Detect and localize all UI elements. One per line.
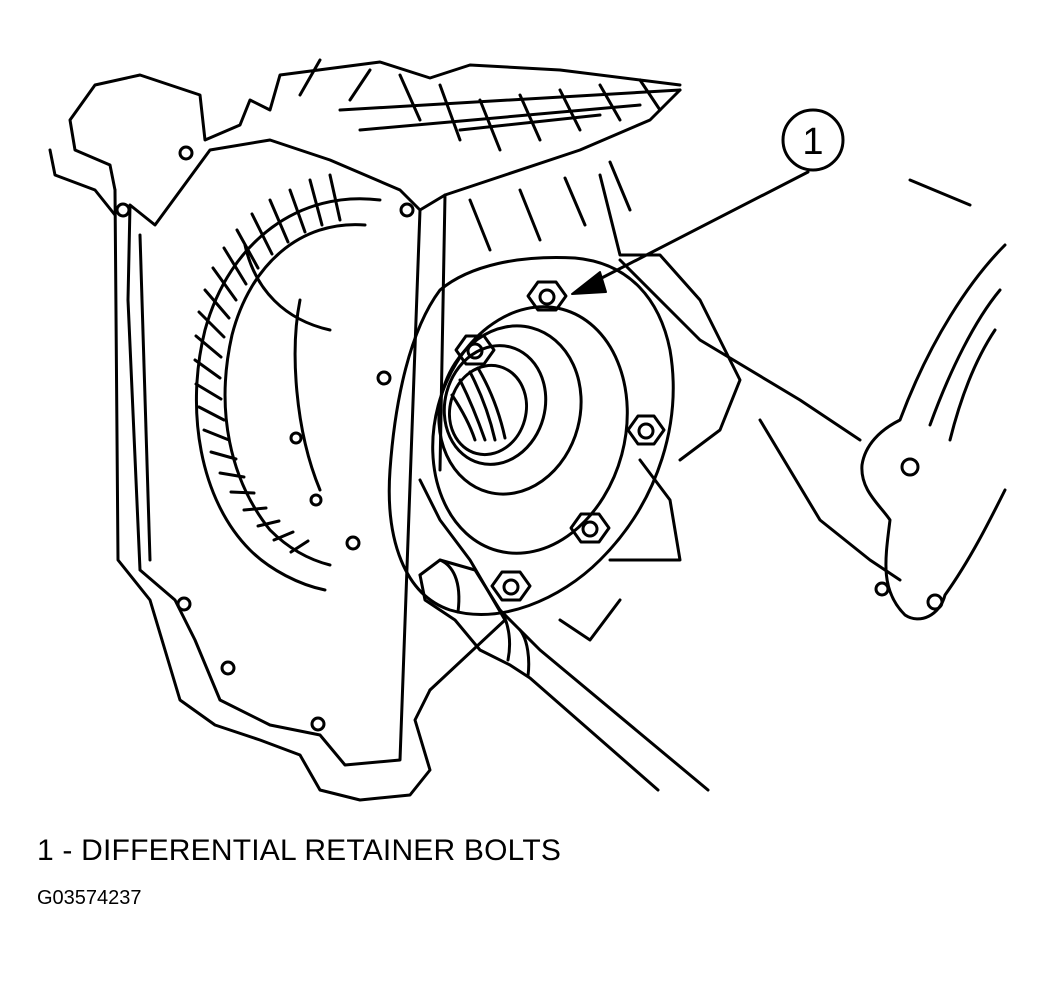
retainer-bolts bbox=[454, 280, 666, 602]
ring-gear bbox=[193, 173, 382, 592]
callout-leader-arrow bbox=[571, 170, 810, 295]
callout-number: 1 bbox=[802, 121, 823, 163]
callout-circle bbox=[781, 108, 845, 172]
tool-extension bbox=[418, 558, 710, 792]
legend-item-1: 1 - DIFFERENTIAL RETAINER BOLTS bbox=[37, 834, 562, 867]
transaxle-case-left bbox=[48, 60, 682, 802]
case-bolt-holes-left bbox=[115, 145, 415, 732]
bellhousing bbox=[860, 178, 1007, 621]
retainer-bolt bbox=[569, 512, 611, 544]
differential-retainer bbox=[387, 256, 675, 616]
callout-1: 1 bbox=[781, 108, 845, 172]
retainer-bolt bbox=[626, 414, 666, 446]
retainer-bolt bbox=[490, 570, 532, 602]
retainer-bolt bbox=[526, 280, 568, 312]
transaxle-case-right bbox=[298, 58, 902, 692]
retainer-bolt bbox=[454, 334, 496, 366]
figure-id: G03574237 bbox=[37, 887, 142, 909]
